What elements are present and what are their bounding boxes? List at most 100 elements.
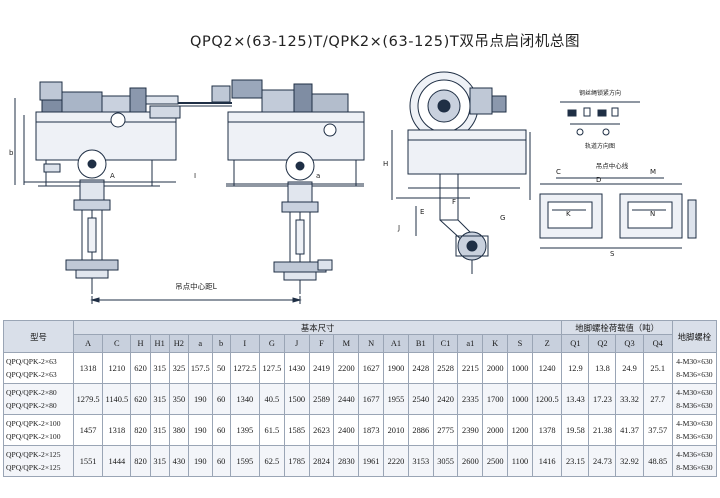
model-name: QPQ/QPK-2×80 — [6, 388, 57, 397]
value-cell: 1000 — [507, 383, 533, 415]
value-cell: 620 — [130, 383, 151, 415]
anchor-bolt-spec: 4-M30×630 — [676, 388, 713, 397]
value-cell: 33.32 — [615, 383, 644, 415]
value-cell: 1272.5 — [229, 352, 260, 384]
value-cell: 2390 — [457, 414, 484, 446]
column-header: C1 — [432, 334, 459, 353]
value-cell: 2589 — [308, 383, 335, 415]
header-dimensions: 基本尺寸 — [72, 320, 563, 335]
value-cell: 190 — [187, 383, 213, 415]
model-name: QPQ/QPK-2×125 — [6, 463, 61, 472]
value-cell: 2830 — [333, 445, 360, 477]
value-cell: 60 — [211, 383, 231, 415]
column-header: Q4 — [642, 334, 673, 353]
column-header: H — [130, 334, 151, 353]
anchor-bolt-spec: 4-M30×630 — [676, 419, 713, 428]
value-cell: 190 — [187, 445, 213, 477]
left-hoist-unit — [14, 81, 181, 294]
value-cell: 315 — [149, 445, 170, 477]
value-cell: 620 — [130, 352, 151, 384]
value-cell: 2824 — [308, 445, 335, 477]
anchor-bolt-spec: 4-M36×630 — [676, 450, 713, 459]
right-hoist-unit — [211, 79, 365, 294]
dim-letter: I — [194, 172, 196, 180]
value-cell: 157.5 — [187, 352, 213, 384]
column-header: H1 — [149, 334, 170, 353]
value-cell: 820 — [130, 445, 151, 477]
side-view — [391, 71, 531, 274]
header-model: 型号 — [3, 320, 74, 353]
dim-letter: M — [650, 168, 656, 176]
value-cell: 1627 — [358, 352, 385, 384]
value-cell: 2440 — [333, 383, 360, 415]
header-foundation-load: 地脚螺栓荷载值（吨） — [561, 320, 673, 335]
value-cell: 1873 — [358, 414, 385, 446]
value-cell: 41.37 — [615, 414, 644, 446]
column-header: H2 — [168, 334, 189, 353]
value-cell: 12.9 — [561, 352, 590, 384]
value-cell: 50 — [211, 352, 231, 384]
value-cell: 48.85 — [642, 445, 673, 477]
column-header: J — [283, 334, 310, 353]
dim-letter: D — [596, 176, 601, 184]
model-name: QPQ/QPK-2×80 — [6, 401, 57, 410]
value-cell: 1140.5 — [102, 383, 132, 415]
value-cell: 315 — [149, 383, 170, 415]
dim-letter: C — [556, 168, 561, 176]
value-cell: 1430 — [283, 352, 310, 384]
center-distance-label: 吊点中心距L — [175, 281, 217, 291]
column-header: C — [102, 334, 132, 353]
value-cell: 2428 — [407, 352, 434, 384]
value-cell: 2400 — [333, 414, 360, 446]
column-header: A — [72, 334, 104, 353]
value-cell: 2500 — [482, 445, 509, 477]
table-header-group-row: 型号 基本尺寸 地脚螺栓荷载值（吨） 地脚螺栓 — [3, 320, 718, 353]
dim-letter: G — [500, 214, 505, 222]
value-cell: 2000 — [482, 352, 509, 384]
value-cell: 3153 — [407, 445, 434, 477]
dim-letter: A — [110, 172, 115, 180]
value-cell: 2540 — [407, 383, 434, 415]
column-header: A1 — [383, 334, 409, 353]
anchor-bolt-spec: 8-M36×630 — [676, 432, 713, 441]
value-cell: 2623 — [308, 414, 335, 446]
anchor-bolt-spec: 8-M36×630 — [676, 370, 713, 379]
value-cell: 1000 — [507, 352, 533, 384]
value-cell: 1200.5 — [531, 383, 563, 415]
column-header: b — [211, 334, 231, 353]
value-cell: 380 — [168, 414, 189, 446]
value-cell: 2420 — [432, 383, 459, 415]
value-cell: 1318 — [102, 414, 132, 446]
value-cell: 1100 — [507, 445, 533, 477]
dim-letter: b — [9, 149, 14, 157]
model-name: QPQ/QPK-2×63 — [6, 357, 57, 366]
value-cell: 325 — [168, 352, 189, 384]
value-cell: 2335 — [457, 383, 484, 415]
value-cell: 1200 — [507, 414, 533, 446]
value-cell: 2886 — [407, 414, 434, 446]
value-cell: 2419 — [308, 352, 335, 384]
value-cell: 21.38 — [588, 414, 617, 446]
value-cell: 350 — [168, 383, 189, 415]
value-cell: 24.9 — [615, 352, 644, 384]
value-cell: 1585 — [283, 414, 310, 446]
column-header: K — [482, 334, 509, 353]
value-cell: 60 — [211, 445, 231, 477]
column-header: Q1 — [561, 334, 590, 353]
dim-letter: E — [420, 208, 424, 216]
assembly-drawing: 吊点中心距L 吊点中心线 钢丝绳锁紧方向 轨道方向图 b A I a H E F… — [0, 60, 720, 318]
model-name: QPQ/QPK-2×125 — [6, 450, 61, 459]
dim-letter: H — [383, 160, 388, 168]
value-cell: 820 — [130, 414, 151, 446]
column-header: M — [333, 334, 360, 353]
